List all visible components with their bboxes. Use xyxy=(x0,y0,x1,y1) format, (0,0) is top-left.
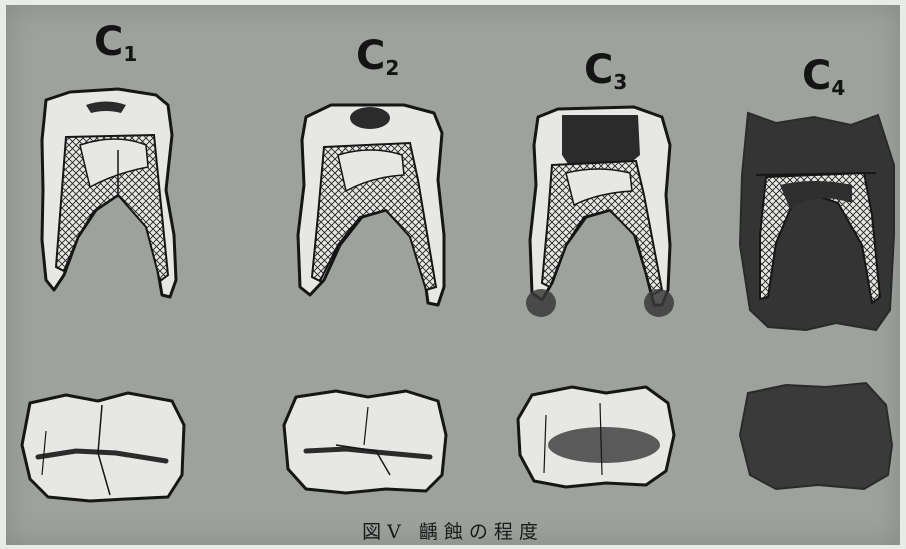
tooth-c4-occlusal xyxy=(740,383,892,489)
caries-lesion-c2 xyxy=(350,107,390,129)
apical-lesion-c3-left xyxy=(526,289,556,317)
tooth-c1-occlusal xyxy=(22,393,184,501)
fissure-c3 xyxy=(548,427,660,463)
tooth-c3-side xyxy=(526,107,674,317)
caries-lesion-c4-occlusal xyxy=(740,383,892,489)
tooth-c1-side xyxy=(42,89,176,297)
figure-caption: 図Ⅴ 齲蝕の程度 xyxy=(6,517,900,544)
apical-lesion-c3-right xyxy=(644,289,674,317)
tooth-c2-side xyxy=(298,105,444,305)
tooth-c4-side xyxy=(740,113,894,330)
tooth-c3-occlusal xyxy=(518,387,674,487)
tooth-c2-occlusal xyxy=(284,391,446,493)
